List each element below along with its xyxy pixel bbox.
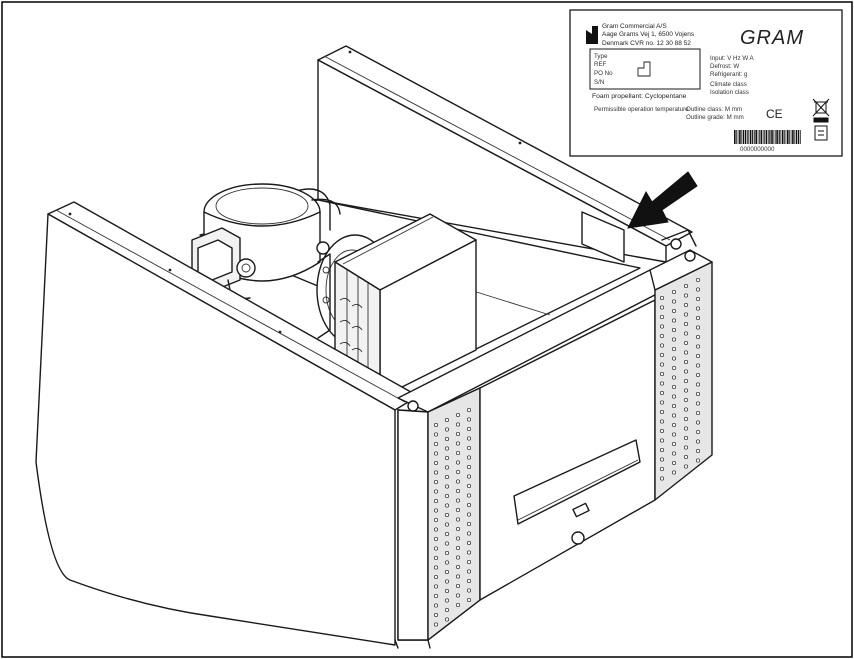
left-grille-holes xyxy=(433,407,472,627)
barcode-icon xyxy=(734,130,801,144)
label-isolation: Isolation class xyxy=(710,89,749,96)
factory-icon xyxy=(586,26,598,44)
label-permissible: Permissible operation temperature xyxy=(594,106,689,113)
front-screw xyxy=(571,531,585,545)
label-climate: Climate class xyxy=(710,81,747,88)
label-po: PO No xyxy=(594,70,613,77)
manufacturer-line2: Aage Grams Vej 1, 6500 Vojens xyxy=(602,31,695,38)
back-panel xyxy=(317,45,693,263)
handle-recess xyxy=(513,439,641,525)
rating-plate-location xyxy=(581,211,625,263)
front-right-grille xyxy=(649,229,713,501)
compressor xyxy=(191,183,341,301)
label-outline2: Outline grade: M mm xyxy=(686,114,744,121)
arrow-icon xyxy=(627,171,698,229)
label-refrigerant: Refrigerant: g xyxy=(710,71,748,78)
label-defrost: Defrost: W xyxy=(710,63,739,70)
rating-label: Gram Commercial A/S Aage Grams Vej 1, 65… xyxy=(569,9,843,157)
ce-mark-icon: CE xyxy=(766,107,783,121)
model-icon xyxy=(637,61,651,77)
right-grille-holes xyxy=(659,277,701,481)
label-type: Type xyxy=(594,53,608,60)
manufacturer-line3: Denmark CVR no. 12 30 88 52 xyxy=(602,40,691,47)
weee-bin-icon xyxy=(812,98,830,123)
label-outline1: Outline class: M mm xyxy=(686,106,742,113)
brand-logo: GRAM xyxy=(740,27,804,49)
barcode-number: 0000000000 xyxy=(740,146,775,153)
manual-icon xyxy=(814,125,828,141)
manufacturer-line1: Gram Commercial A/S xyxy=(602,23,667,30)
label-ref: REF xyxy=(594,61,607,68)
front-left-grille xyxy=(397,387,481,641)
label-sn: S/N xyxy=(594,79,604,86)
left-side-panel xyxy=(35,201,419,646)
label-foam: Foam propellant: Cyclopentane xyxy=(592,93,687,100)
label-input: Input: V Hz W A xyxy=(710,55,755,62)
